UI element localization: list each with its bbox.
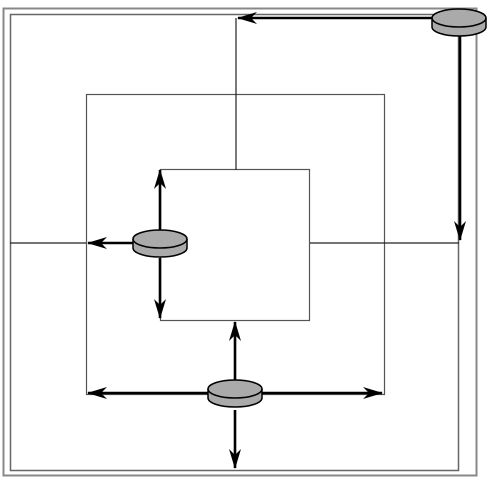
router-disk-icon xyxy=(431,8,487,37)
connector-lines xyxy=(10,18,459,244)
router-disk-icon xyxy=(207,379,263,408)
router-disk-icon xyxy=(132,229,188,258)
outer-frame xyxy=(2,7,478,477)
arrows xyxy=(87,11,466,469)
